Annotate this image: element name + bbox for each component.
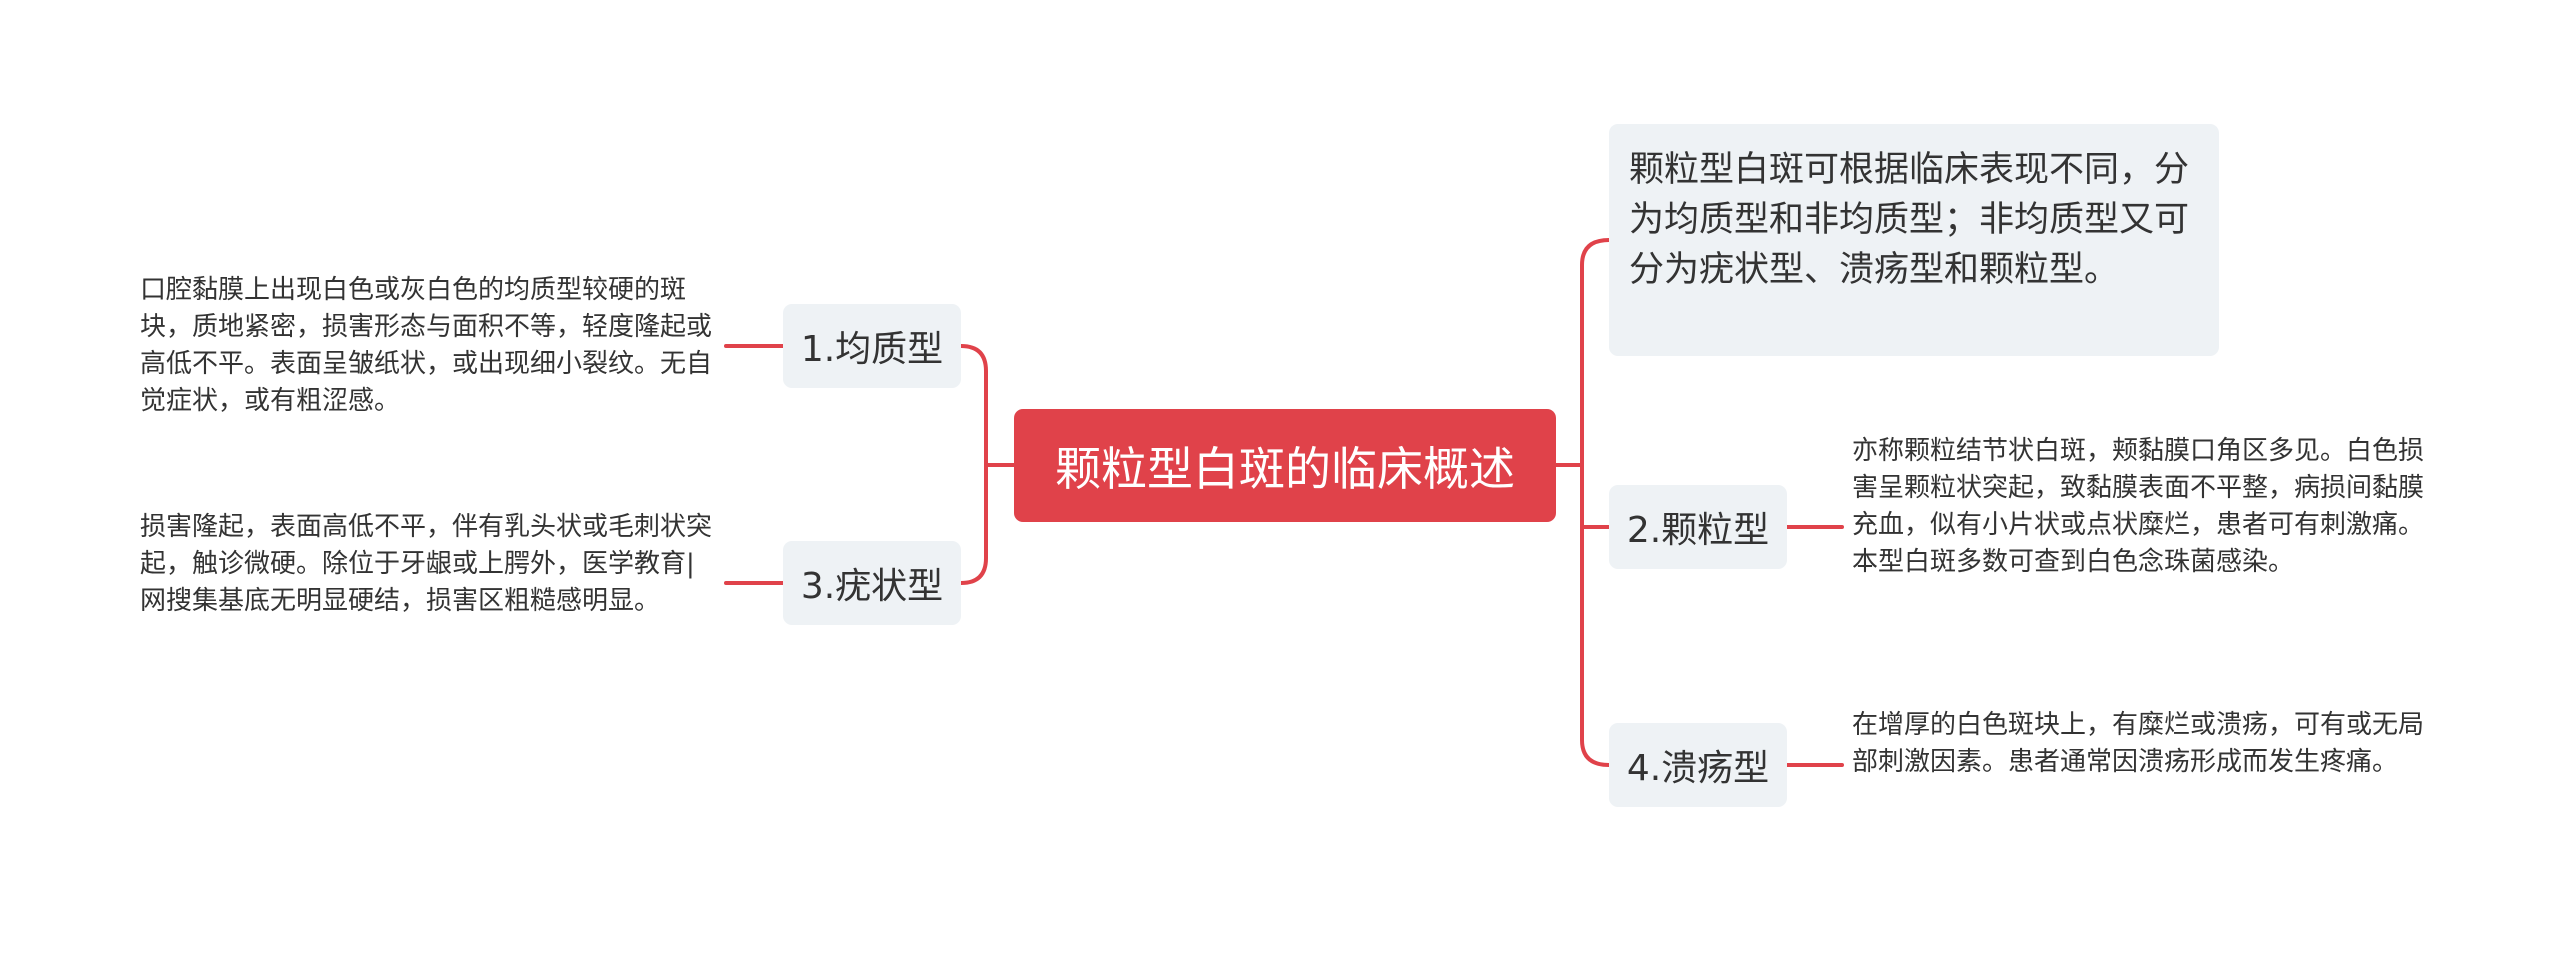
detail-note-homogeneous[interactable]: 口腔黏膜上出现白色或灰白色的均质型较硬的斑块，质地紧密，损害形态与面积不等，轻度… xyxy=(140,272,720,420)
central-topic-label: 颗粒型白斑的临床概述 xyxy=(1055,441,1515,496)
detail-note-granular[interactable]: 亦称颗粒结节状白斑，颊黏膜口角区多见。白色损害呈颗粒状突起，致黏膜表面不平整，病… xyxy=(1852,433,2432,581)
branch-label: 2.颗粒型 xyxy=(1626,510,1770,551)
branch-label: 4.溃疡型 xyxy=(1626,748,1770,789)
central-topic[interactable]: 颗粒型白斑的临床概述 xyxy=(1014,409,1556,522)
branch-label: 3.疣状型 xyxy=(800,566,944,607)
summary-text: 颗粒型白斑可根据临床表现不同，分为均质型和非均质型；非均质型又可分为疣状型、溃疡… xyxy=(1629,150,2190,290)
detail-text: 在增厚的白色斑块上，有糜烂或溃疡，可有或无局部刺激因素。患者通常因溃疡形成而发生… xyxy=(1852,710,2425,777)
detail-text: 损害隆起，表面高低不平，伴有乳头状或毛刺状突起，触诊微硬。除位于牙龈或上腭外，医… xyxy=(140,512,713,616)
detail-note-verrucous[interactable]: 损害隆起，表面高低不平，伴有乳头状或毛刺状突起，触诊微硬。除位于牙龈或上腭外，医… xyxy=(140,509,720,620)
branch-node-verrucous[interactable]: 3.疣状型 xyxy=(783,541,961,625)
connector-left-trunk xyxy=(959,344,988,585)
detail-text: 口腔黏膜上出现白色或灰白色的均质型较硬的斑块，质地紧密，损害形态与面积不等，轻度… xyxy=(140,275,713,416)
branch-node-homogeneous[interactable]: 1.均质型 xyxy=(783,304,961,388)
branch-label: 1.均质型 xyxy=(800,329,944,370)
branch-node-ulcerative[interactable]: 4.溃疡型 xyxy=(1609,723,1787,807)
detail-note-ulcerative[interactable]: 在增厚的白色斑块上，有糜烂或溃疡，可有或无局部刺激因素。患者通常因溃疡形成而发生… xyxy=(1852,707,2432,781)
summary-node[interactable]: 颗粒型白斑可根据临床表现不同，分为均质型和非均质型；非均质型又可分为疣状型、溃疡… xyxy=(1609,124,2219,356)
branch-node-granular[interactable]: 2.颗粒型 xyxy=(1609,485,1787,569)
connector-right-trunk xyxy=(1580,238,1611,767)
detail-text: 亦称颗粒结节状白斑，颊黏膜口角区多见。白色损害呈颗粒状突起，致黏膜表面不平整，病… xyxy=(1852,436,2425,577)
